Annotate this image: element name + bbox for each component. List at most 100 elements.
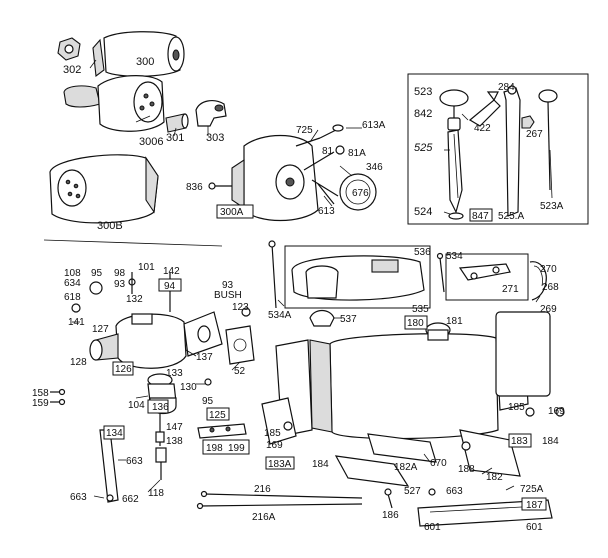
label-81: 81 [322,146,334,157]
label-270: 270 [540,264,557,275]
box-125 [206,407,230,421]
label-676: 676 [352,188,369,199]
label-134: 134 [106,428,123,439]
fill-tube-group-box [407,73,589,225]
label-537: 537 [340,314,357,325]
label-725: 725 [296,125,313,136]
label-836: 836 [186,182,203,193]
label-663a: 663 [126,456,143,467]
label-267: 267 [526,129,543,140]
label-182A: 182A [394,462,418,473]
control-lever-662 [99,429,119,503]
label-127: 127 [92,324,109,335]
label-535: 535 [412,304,429,315]
nut-267 [521,115,535,129]
label-185b: 185 [508,402,525,413]
label-216A: 216A [252,512,276,523]
label-183: 183 [511,436,528,447]
box-126 [112,361,134,376]
label-524: 524 [414,206,432,218]
fuel-tank [275,311,551,440]
label-199: 199 [228,443,245,454]
elbow-303 [195,100,227,127]
label-180: 180 [407,318,424,329]
spring-268-269 [529,261,547,301]
label-268: 268 [542,282,559,293]
box-183A [265,456,295,470]
label-842: 842 [414,108,432,120]
label-123: 123 [232,302,249,313]
washer-524 [448,212,464,220]
label-188: 188 [458,464,475,475]
label-126: 126 [115,364,132,375]
box-187 [521,497,547,511]
bolt-534 [436,252,445,293]
label-141: 141 [68,317,85,328]
label-186: 186 [382,510,399,521]
fill-tube-525 [447,117,463,214]
label-613A: 613A [362,120,386,131]
label-525: 525 [414,142,433,154]
label-284: 284 [498,82,515,93]
nut-302 [57,37,81,61]
tube-525A [503,85,521,217]
muffler-3006 [63,75,165,132]
label-130: 130 [180,382,197,393]
label-138: 138 [166,436,183,447]
rod-216A [196,502,363,510]
label-159: 159 [32,398,49,409]
label-523: 523 [414,86,432,98]
label-663c: 663 [446,486,463,497]
sleeve-301 [165,113,189,133]
label-300A: 300A [220,207,244,218]
label-670: 670 [430,458,447,469]
label-302: 302 [63,64,81,76]
label-81A: 81A [348,148,366,159]
rod-158-159 [50,388,66,406]
label-346: 346 [366,162,383,173]
label-618: 618 [64,292,81,303]
gasket-52 [225,325,255,365]
label-118: 118 [148,488,164,499]
label-525A: 525.A [498,211,524,222]
label-182: 182 [486,472,503,483]
muffler-300B [49,154,159,224]
label-663b: 663 [70,492,87,503]
label-271: 271 [502,284,519,295]
label-133: 133 [166,368,183,379]
label-94: 94 [164,281,176,292]
label-158: 158 [32,388,49,399]
label-184b: 184 [542,436,559,447]
label-300: 300 [136,56,154,68]
stem-147-138 [155,410,165,446]
label-634: 634 [64,278,81,289]
label-301: 301 [166,132,184,144]
label-601b: 601 [526,522,543,533]
label-101: 101 [138,262,155,273]
part-labels: 302 300 3006 301 303 300B 725 613A 81 81… [32,56,565,533]
label-136: 136 [152,402,169,413]
label-187: 187 [526,500,543,511]
carburetor-body [89,311,223,369]
label-725A: 725A [520,484,544,495]
label-536: 536 [414,247,431,258]
label-527: 527 [404,486,421,497]
divider-line [43,239,223,247]
label-216: 216 [254,484,271,495]
cap-181 [425,322,451,341]
label-269: 269 [540,304,557,315]
label-300B: 300B [97,220,123,232]
label-169a: 169 [266,440,283,451]
box-134 [103,425,125,440]
label-104: 104 [128,400,145,411]
cap-523 [439,89,469,118]
label-183A: 183A [268,459,292,470]
box-198-199 [202,439,250,455]
label-181: 181 [446,316,463,327]
label-3006: 3006 [139,136,163,148]
box-136 [147,399,169,414]
stud-534A [268,240,277,309]
label-422: 422 [474,123,491,134]
label-198: 198 [206,443,223,454]
